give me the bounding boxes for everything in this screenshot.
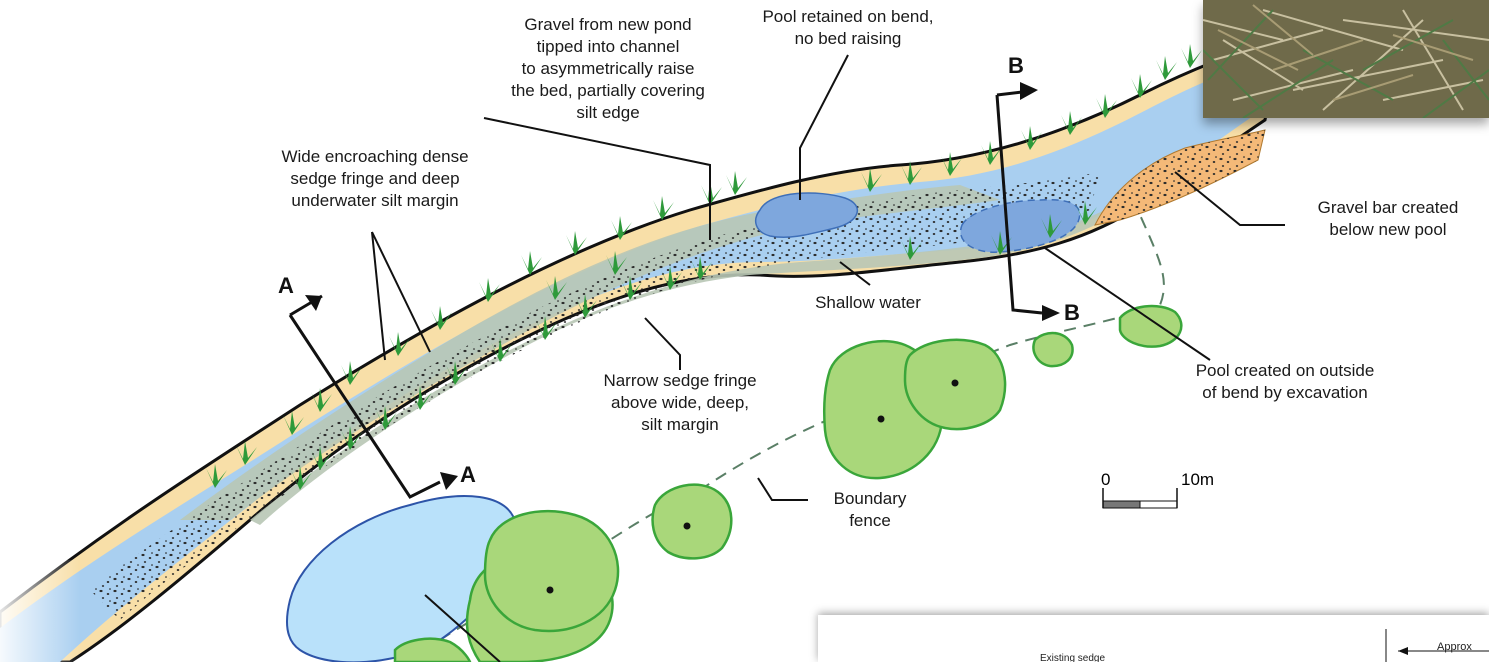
label-shallow-water: Shallow water [788, 292, 948, 314]
label-pool-retained: Pool retained on bend, no bed raising [728, 6, 968, 50]
label-gravel-bar: Gravel bar created below new pool [1290, 197, 1486, 241]
section-a-arrow-bottom [440, 472, 458, 490]
section-b-arrow-bottom [1042, 305, 1060, 321]
tree [1033, 333, 1072, 366]
section-b-label-top: B [1008, 53, 1024, 79]
river-bank [0, 40, 1280, 662]
tree [1120, 306, 1181, 347]
tree [653, 485, 732, 559]
left-fade [0, 560, 80, 662]
section-a-label-bottom: A [460, 462, 476, 488]
label-narrow-fringe: Narrow sedge fringe above wide, deep, si… [570, 370, 790, 436]
label-wide-fringe: Wide encroaching dense sedge fringe and … [240, 146, 510, 212]
cross-section-lines [818, 615, 1489, 662]
approx-label: Approx [1437, 641, 1472, 653]
section-b-label-bottom: B [1064, 300, 1080, 326]
label-gravel-from-pond: Gravel from new pond tipped into channel… [478, 14, 738, 124]
tree [395, 639, 470, 662]
vegetation-photo-image [1203, 0, 1489, 118]
section-b-arrow-top [1020, 82, 1038, 100]
scale-bar [1103, 488, 1177, 508]
vegetation-photo [1203, 0, 1489, 118]
section-a-label-top: A [278, 273, 294, 299]
scale-zero-label: 0 [1101, 470, 1110, 490]
trees [395, 306, 1181, 662]
label-pool-created: Pool created on outside of bend by excav… [1160, 360, 1410, 404]
label-boundary-fence: Boundary fence [810, 488, 930, 532]
scale-ten-label: 10m [1181, 470, 1214, 490]
cross-section-inset: Existing sedge Approx [818, 615, 1489, 662]
tree [485, 511, 618, 631]
existing-sedge-label: Existing sedge [1040, 653, 1105, 662]
